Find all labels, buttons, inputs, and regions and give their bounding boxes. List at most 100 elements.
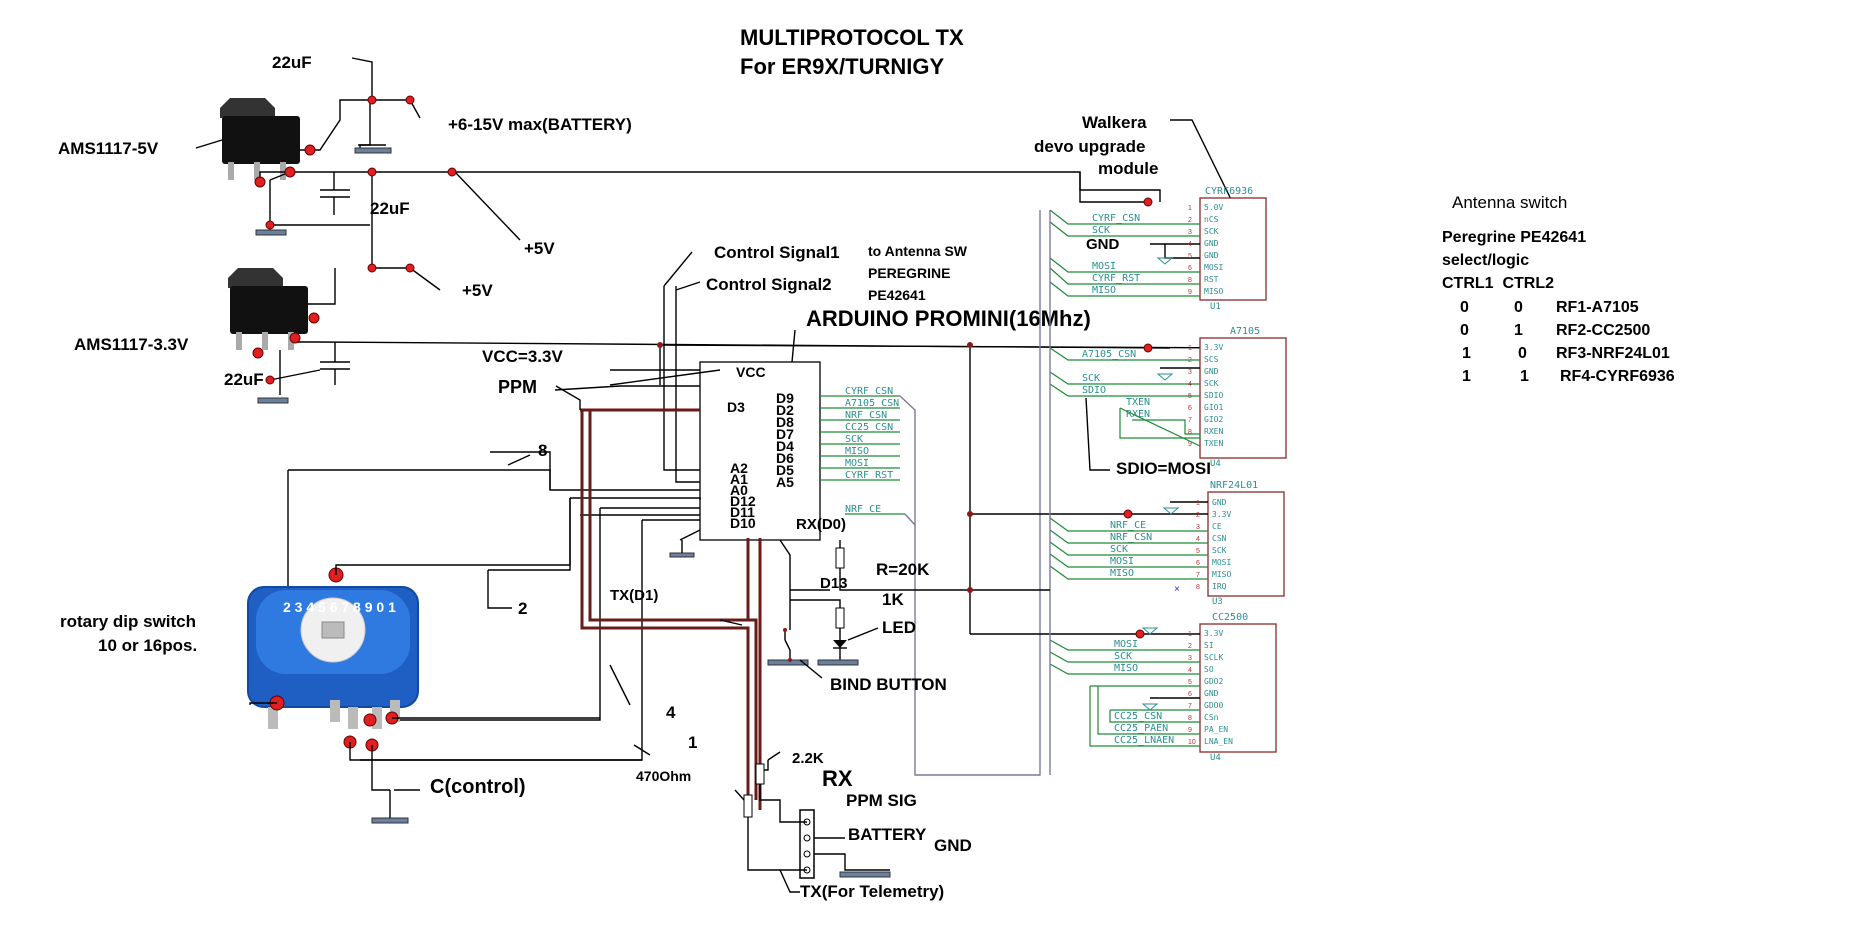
walkera-line3: module <box>1098 159 1158 178</box>
rotary-n4: 4 <box>666 703 676 722</box>
svg-text:1: 1 <box>1188 205 1192 212</box>
tx-d1-label: TX(D1) <box>610 587 658 604</box>
sdio-label: SDIO=MOSI <box>1116 459 1211 478</box>
cyrf-pin: RST <box>1204 275 1219 284</box>
svg-text:×: × <box>1174 584 1180 595</box>
svg-text:2: 2 <box>1188 217 1192 224</box>
svg-text:9: 9 <box>1188 727 1192 734</box>
v5-label-b: +5V <box>462 281 493 300</box>
walkera-line2: devo upgrade <box>1034 137 1145 156</box>
antenna-line2: select/logic <box>1442 252 1529 269</box>
a7105-pin: TXEN <box>1204 439 1223 448</box>
cyrf-net: MISO <box>1092 285 1116 296</box>
cc2500-pin: PA_EN <box>1204 725 1228 734</box>
r20k-label: R=20K <box>876 560 930 579</box>
antenna-c1: 1 <box>1462 345 1471 362</box>
cc2500-pin: LNA_EN <box>1204 737 1233 746</box>
antenna-c2: 0 <box>1518 345 1527 362</box>
ctrl2-label: Control Signal2 <box>706 275 832 294</box>
cyrf-net: MOSI <box>1092 261 1116 272</box>
a7105-pin: GIO1 <box>1204 403 1223 412</box>
rotary-label2: 10 or 16pos. <box>98 636 197 655</box>
module-bus <box>657 197 1153 775</box>
pin-right: D2 <box>776 402 794 418</box>
svg-text:10: 10 <box>1188 739 1196 746</box>
net-label: CYRF_CSN <box>845 386 893 397</box>
pin-right: D9 <box>776 390 794 406</box>
a7105-pin: SCK <box>1204 379 1219 388</box>
svg-text:3: 3 <box>1188 369 1192 376</box>
led-label: LED <box>882 618 916 637</box>
antenna-rf: RF2-CC2500 <box>1556 322 1650 339</box>
pin-right: D4 <box>776 438 794 454</box>
cyrf-pin: GND <box>1204 251 1219 260</box>
cyrf-net: SCK <box>1092 225 1110 236</box>
rotary-n8: 8 <box>538 441 547 460</box>
a7105-net: TXEN <box>1126 397 1150 408</box>
title-line1: MULTIPROTOCOL TX <box>740 25 964 50</box>
reg33-label: AMS1117-3.3V <box>74 335 189 354</box>
nrf24l01-box <box>1207 491 1285 597</box>
a7105-pin: RXEN <box>1204 427 1223 436</box>
svg-text:4: 4 <box>1196 536 1200 543</box>
a7105-name: A7105 <box>1230 326 1260 337</box>
pin-left: D12 <box>730 493 756 509</box>
cap-mid-label: 22uF <box>370 199 410 218</box>
svg-text:7: 7 <box>1188 703 1192 710</box>
rx-d0-label: RX(D0) <box>796 516 846 533</box>
svg-text:8: 8 <box>1188 277 1192 284</box>
antenna-rf: RF1-A7105 <box>1556 299 1639 316</box>
rotary-label1: rotary dip switch <box>60 612 196 631</box>
arduino-left-pins: D3 A2 A1 A0 D12 D11 D10 <box>727 399 756 531</box>
pin-left: A1 <box>730 471 748 487</box>
cyrf-pin: nCS <box>1204 215 1219 224</box>
nrf-ref: U3 <box>1212 597 1223 607</box>
r22k-label: 2.2K <box>792 750 824 767</box>
cyrf-net: CYRF_CSN <box>1092 213 1140 224</box>
cyrf-ref: U1 <box>1210 302 1221 312</box>
a7105-net: SCK <box>1082 373 1100 384</box>
a7105-pin: 3.3V <box>1204 343 1223 352</box>
arduino-right-wires <box>820 210 1041 776</box>
svg-text:1: 1 <box>1188 631 1192 638</box>
a7105-pin: SDIO <box>1204 391 1223 400</box>
cc2500-net: MISO <box>1114 663 1138 674</box>
led-pointer <box>847 627 879 641</box>
ground-symbol <box>354 147 392 154</box>
net-label: MISO <box>845 446 869 457</box>
battery-label: +6-15V max(BATTERY) <box>448 115 632 134</box>
svg-text:1: 1 <box>1196 500 1200 507</box>
pin-left: D3 <box>727 399 745 415</box>
svg-text:6: 6 <box>1188 405 1192 412</box>
cc2500-net: MOSI <box>1114 639 1138 650</box>
ppm-sig-label: PPM SIG <box>846 791 917 810</box>
antenna-c2: 1 <box>1514 322 1523 339</box>
svg-text:7: 7 <box>1196 572 1200 579</box>
nrf-nets: NRF_CE NRF_CSN SCK MOSI MISO × <box>970 501 1208 595</box>
antenna-rf: RF4-CYRF6936 <box>1560 368 1675 385</box>
nrf-pin: CSN <box>1212 534 1227 543</box>
nrf-pins: GND 3.3V CE CSN SCK MOSI MISO IRQ <box>1212 498 1231 591</box>
rotary-n2: 2 <box>518 599 527 618</box>
svg-text:8: 8 <box>1196 584 1200 591</box>
regulator-5v <box>220 98 300 180</box>
r470-label: 470Ohm <box>636 768 691 784</box>
svg-text:5: 5 <box>1196 548 1200 555</box>
a7105-pin: GIO2 <box>1204 415 1223 424</box>
a7105-net: SDIO <box>1082 385 1106 396</box>
cyrf-pins: 5.0V nCS SCK GND GND MOSI RST MISO <box>1204 203 1223 296</box>
cc2500-pin: SCLK <box>1204 653 1223 662</box>
svg-text:2: 2 <box>1188 357 1192 364</box>
antenna-rf: RF3-NRF24L01 <box>1556 345 1670 362</box>
nrf-pin: 3.3V <box>1212 510 1231 519</box>
cc2500-net: CC25_PAEN <box>1114 723 1168 734</box>
net-label: SCK <box>845 434 863 445</box>
rotary-n1: 1 <box>688 733 697 752</box>
cc2500-pin: GDO2 <box>1204 677 1223 686</box>
cyrf6936-box <box>1199 197 1267 301</box>
tx-telemetry-label: TX(For Telemetry) <box>800 882 944 901</box>
arduino-title: ARDUINO PROMINI(16Mhz) <box>806 306 1091 331</box>
antenna-title: Antenna switch <box>1452 193 1567 212</box>
svg-text:9: 9 <box>1188 441 1192 448</box>
